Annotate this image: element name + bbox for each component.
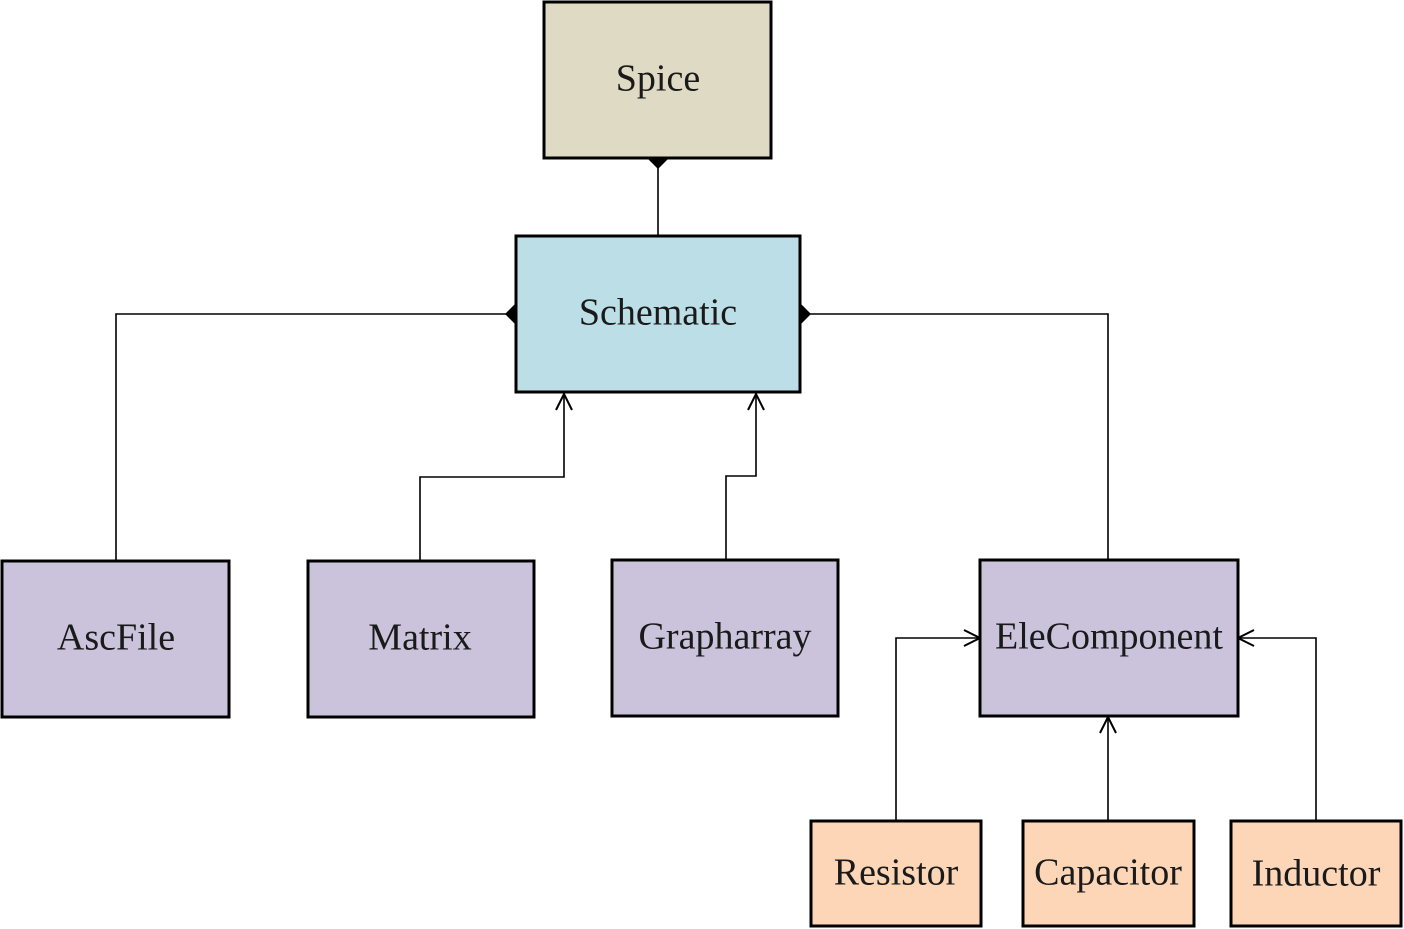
node-capacitor-label: Capacitor (1034, 852, 1182, 894)
node-resistor: Resistor (809, 819, 983, 928)
node-grapharray-box (610, 558, 840, 718)
connector-resistor-elecomponent (895, 637, 980, 821)
node-resistor-label: Resistor (834, 852, 959, 894)
node-ascfile-box (0, 559, 231, 719)
node-spice-box (542, 0, 773, 160)
node-capacitor-box (1021, 819, 1196, 928)
node-grapharray-label: Grapharray (638, 616, 811, 658)
node-resistor-box (809, 819, 983, 928)
node-matrix-label: Matrix (368, 617, 471, 659)
node-spice-label: Spice (616, 58, 700, 100)
node-grapharray: Grapharray (610, 558, 840, 718)
node-matrix: Matrix (306, 559, 536, 719)
node-matrix-box (306, 559, 536, 719)
node-schematic-box (514, 234, 802, 394)
arrowhead-grapharray (747, 391, 765, 411)
node-ascfile: AscFile (0, 559, 231, 719)
node-elecomponent-box (978, 558, 1240, 718)
connector-schematic-ascfile (115, 313, 516, 561)
node-ascfile-label: AscFile (57, 617, 175, 659)
node-capacitor: Capacitor (1021, 819, 1196, 928)
node-elecomponent-label: EleComponent (995, 616, 1223, 658)
node-elecomponent: EleComponent (978, 558, 1240, 718)
node-inductor: Inductor (1229, 819, 1403, 928)
node-spice: Spice (542, 0, 773, 160)
node-schematic: Schematic (514, 234, 802, 394)
connector-matrix-schematic (419, 394, 565, 561)
node-inductor-label: Inductor (1252, 853, 1381, 895)
connector-inductor-elecomponent (1238, 637, 1317, 821)
connector-schematic-elecomponent (800, 313, 1109, 560)
node-schematic-label: Schematic (579, 292, 737, 334)
node-inductor-box (1229, 819, 1403, 928)
arrowhead-matrix (555, 391, 573, 411)
connector-grapharray-schematic (725, 394, 757, 560)
